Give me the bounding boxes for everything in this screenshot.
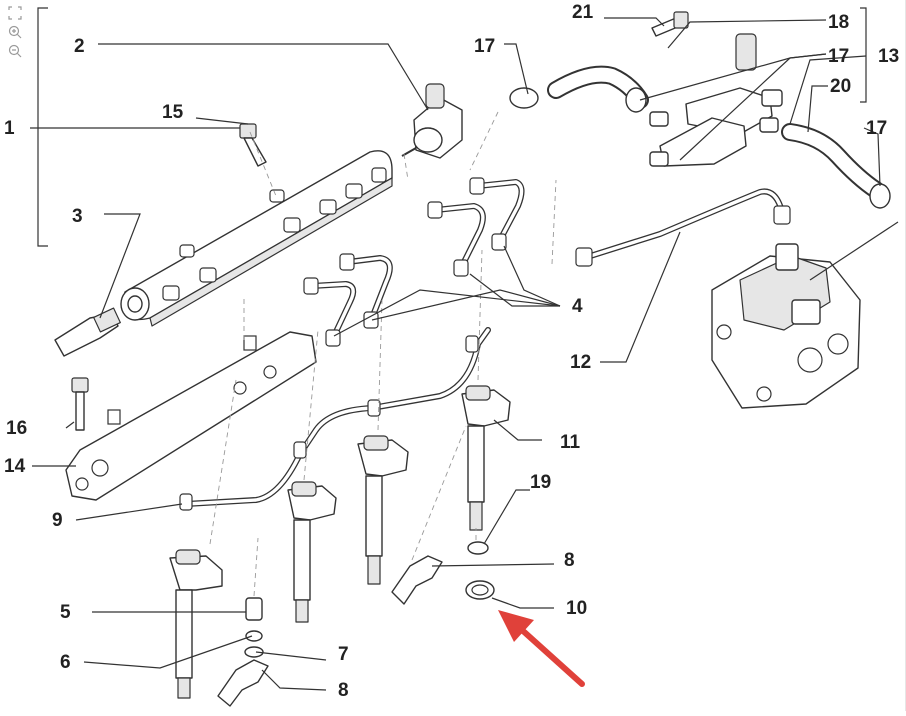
- callout-labels: 1 2 3 4 5 6 7 8 8 9 10 11 12 13 14 15 16…: [4, 2, 899, 701]
- callout-20: 20: [830, 76, 851, 97]
- leader-lines: [32, 17, 899, 691]
- callout-16: 16: [6, 418, 27, 439]
- fit-screen-icon[interactable]: [6, 6, 24, 24]
- bolt-16: [71, 377, 89, 431]
- callout-4: 4: [572, 296, 583, 317]
- rail-bracket: [65, 331, 317, 501]
- zoom-in-icon[interactable]: [6, 25, 24, 43]
- callout-15: 15: [162, 102, 184, 123]
- pressure-regulator: [401, 83, 463, 159]
- injector-1: [169, 549, 223, 699]
- fuel-rail: [120, 150, 393, 327]
- high-pressure-pump: [711, 243, 861, 409]
- assembly-lines: [209, 111, 557, 597]
- hose-right: [781, 123, 885, 199]
- callout-19: 19: [530, 472, 551, 493]
- callout-6: 6: [60, 652, 71, 673]
- bracket-right: [860, 7, 867, 103]
- callout-17-right: 17: [866, 118, 887, 139]
- callout-9: 9: [52, 510, 63, 531]
- seal-7: [244, 646, 264, 658]
- callout-17-left: 17: [474, 36, 495, 57]
- bracket-left: [37, 7, 48, 247]
- return-fitting: [649, 33, 783, 167]
- callout-18: 18: [828, 12, 849, 33]
- clamp-8-lower: [217, 659, 269, 707]
- callout-8-upper: 8: [564, 550, 575, 571]
- seal-10: [465, 580, 495, 600]
- injector-2: [287, 481, 337, 623]
- washer-19: [467, 541, 489, 555]
- sleeve-5: [245, 597, 263, 621]
- injector-pipes: [303, 177, 525, 347]
- callout-14: 14: [4, 456, 26, 477]
- highlight-arrow: [498, 610, 585, 687]
- callout-17-mid: 17: [828, 46, 849, 67]
- pressure-sensor: [54, 307, 121, 357]
- injector-3: [357, 435, 409, 585]
- callout-8-lower: 8: [338, 680, 349, 701]
- clamp-8-upper: [391, 555, 443, 605]
- callout-21: 21: [572, 2, 594, 23]
- feed-pipe: [575, 188, 791, 267]
- callout-10: 10: [566, 598, 587, 619]
- injector-4: [461, 385, 511, 531]
- zoom-out-icon[interactable]: [6, 44, 24, 62]
- callout-2: 2: [74, 36, 85, 57]
- callout-7: 7: [338, 644, 349, 665]
- callout-5: 5: [60, 602, 71, 623]
- callout-3: 3: [72, 206, 83, 227]
- callout-11: 11: [560, 432, 581, 453]
- callout-1: 1: [4, 118, 15, 139]
- bolt-21: [651, 11, 689, 37]
- callout-13: 13: [878, 46, 899, 67]
- washer-6: [245, 630, 263, 642]
- bolt-15: [239, 123, 267, 167]
- return-pipe: [179, 327, 491, 511]
- callout-12: 12: [570, 352, 591, 373]
- hose-clips: [509, 87, 891, 209]
